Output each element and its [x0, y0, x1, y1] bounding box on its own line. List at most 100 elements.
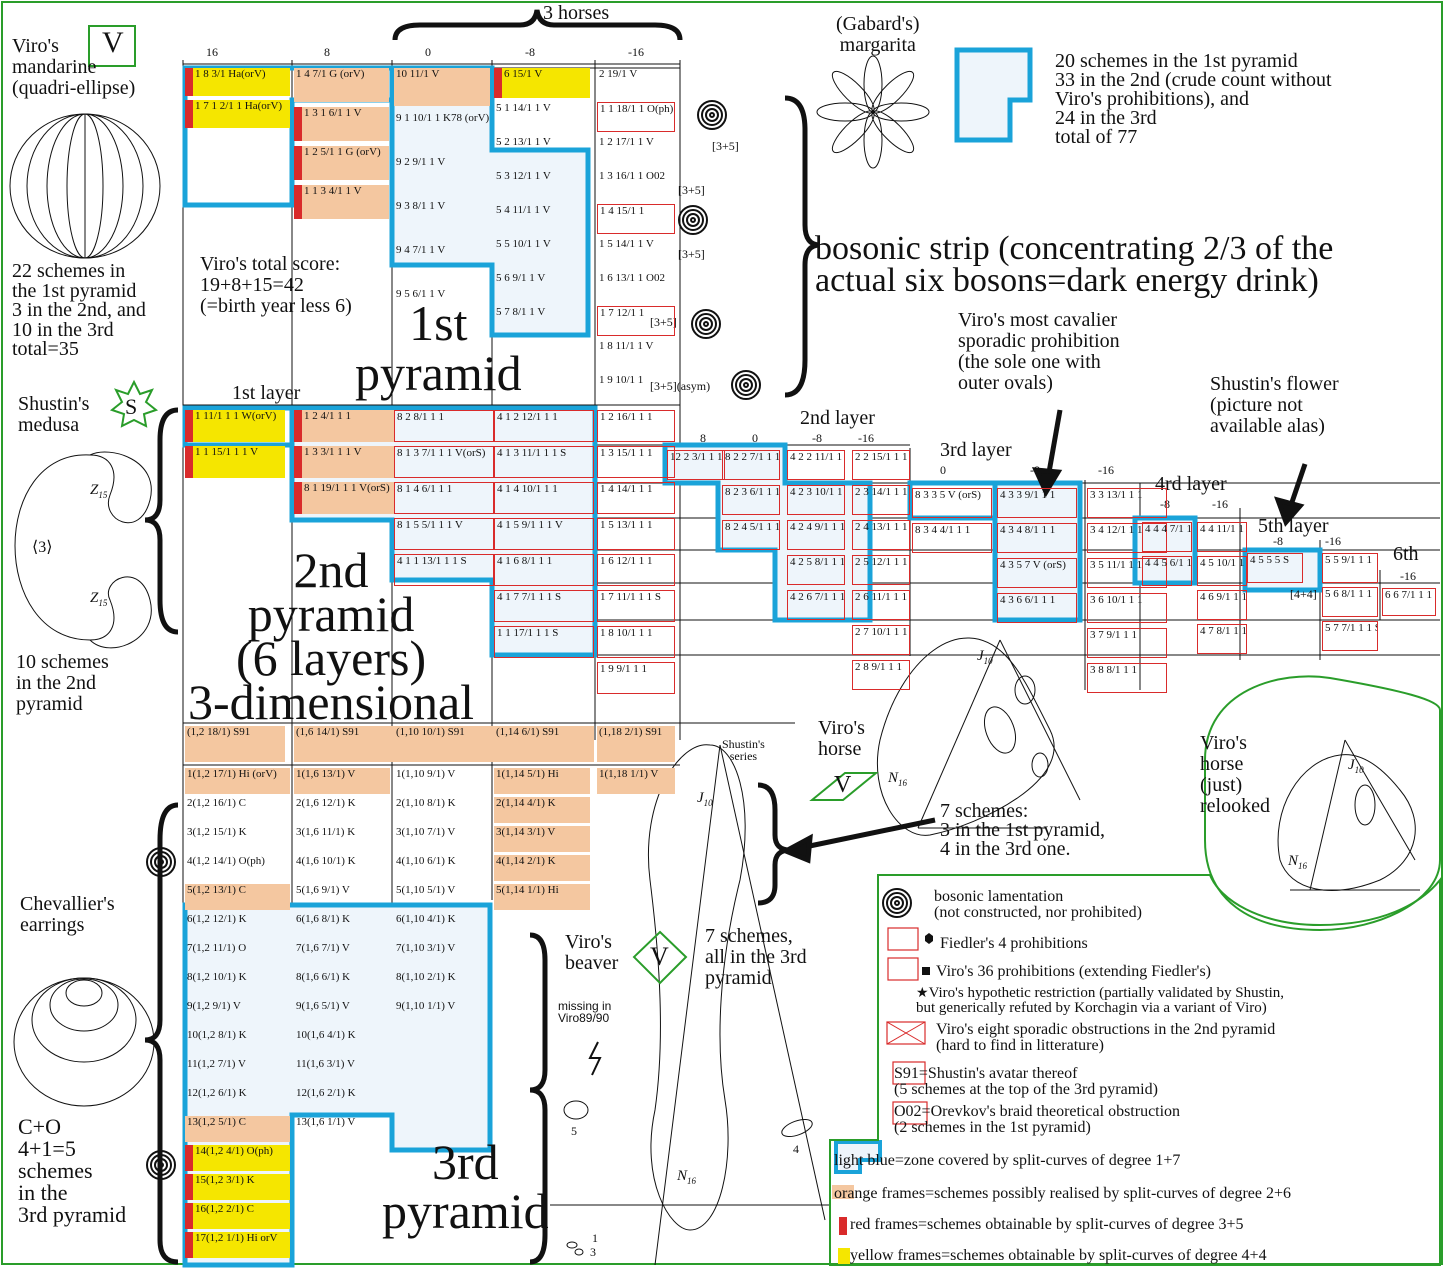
p1-c8-cell: 1 4 7/1 G (orV) — [294, 68, 389, 102]
p1-cm16-cell: 1 4 15/1 1 — [597, 204, 675, 234]
p3-c16-cell: 13(1,2 5/1) C — [185, 1116, 290, 1142]
p2-l6-cell: 6 6 7/1 1 1 — [1382, 588, 1436, 616]
legend-bosonic: bosonic lamentation (not constructed, no… — [934, 889, 1142, 921]
p1-cm8-cell: 5 4 11/1 1 V — [494, 204, 590, 234]
note-b44: [4+4] — [1290, 588, 1317, 600]
p2-l1-cell: 1 11/1 1 1 W(orV) — [185, 410, 285, 442]
p1-cm8-cell: 5 2 13/1 1 V — [494, 136, 590, 166]
layer2-label: 2nd layer — [800, 408, 875, 428]
p2-l4-cell: 4 7 8/1 1 1 — [1197, 624, 1247, 654]
viro-beaver-label: Viro's beaver — [565, 932, 618, 974]
p2-l2-cell: 2 3 14/1 1 1 — [852, 485, 910, 515]
viro-cavalier-text: Viro's most cavalier sporadic prohibitio… — [958, 310, 1120, 394]
p3-c16-cell: 17(1,2 1/1) Hi orV — [185, 1232, 290, 1258]
p2-l1-cell: 1 4 14/1 1 1 — [597, 482, 675, 514]
p3-c8-cell: 5(1,6 9/1) V — [294, 884, 390, 910]
l3-head-m8: -8 — [1030, 464, 1040, 476]
viro-total-score: Viro's total score: 19+8+15=42 (=birth y… — [200, 254, 352, 317]
p2-l3-cell: 4 3 5 7 V (orS) — [997, 558, 1077, 588]
p3-c16-cell: 15(1,2 3/1) K — [185, 1174, 290, 1200]
first-layer-label: 1st layer — [232, 383, 300, 403]
l2-head-8: 8 — [700, 432, 706, 444]
p2-l1-cell: 8 1 4 6/1 1 1 — [394, 482, 494, 514]
p1-cm16-cell: 1 3 16/1 1 O02 — [597, 170, 675, 200]
p3-c0-cell: 2(1,10 8/1) K — [394, 797, 490, 823]
legend-o02: O02=Orevkov's braid theoretical obstruct… — [894, 1104, 1180, 1136]
p2-l3-cell: 4 3 3 9/1 1 1 — [997, 488, 1077, 518]
p1-cm16-cell: 2 19/1 V — [597, 68, 675, 98]
p2-l2-cell: 2 2 15/1 1 1 — [852, 450, 910, 480]
horse-j10: J10 — [977, 648, 993, 666]
horse-n16: N16 — [888, 770, 907, 788]
p2-l1-cell: 1 3 3/1 1 1 V — [294, 446, 394, 478]
p3-c8-cell: 11(1,6 3/1) V — [294, 1058, 390, 1084]
col-head-8: 8 — [324, 46, 330, 58]
p3-top-cell: (1,2 18/1) S91 — [185, 726, 285, 762]
p2-l1-cell: 4 1 7 7/1 1 1 S — [494, 590, 594, 622]
medusa-z-bottom: Z15 — [90, 590, 107, 608]
viro-horse-label: Viro's horse — [818, 718, 865, 760]
margarita-curve — [817, 56, 929, 168]
p1-cm16-cell: 1 7 12/1 1 — [597, 306, 675, 336]
relooked-n16: N16 — [1288, 853, 1307, 871]
medusa-center-label: ⟨3⟩ — [32, 537, 52, 557]
p3-c0-cell: 8(1,10 2/1) K — [394, 971, 490, 997]
l5-head-m8: -8 — [1273, 535, 1283, 547]
p3-c16-cell: 8(1,2 10/1) K — [185, 971, 290, 997]
oval-label-3: 3 — [590, 1246, 596, 1258]
p3-c16-cell: 16(1,2 2/1) C — [185, 1203, 290, 1229]
p2-l3-cell: 3 3 13/1 1 1 — [1087, 488, 1167, 518]
brace-chevallier — [145, 805, 178, 1262]
p1-cm8-cell: 5 7 8/1 1 V — [494, 306, 590, 336]
mandarine-badge: V — [102, 26, 124, 60]
p2-l1-cell: 4 1 2 12/1 1 1 — [494, 410, 594, 442]
p2-l1-cell: 4 1 4 10/1 1 1 — [494, 482, 594, 514]
p2-l2-cell: 8 2 3 6/1 1 1 — [722, 485, 780, 515]
schemes-count-text: 20 schemes in the 1st pyramid 33 in the … — [1055, 52, 1332, 147]
p2-l1-cell: 1 9 9/1 1 1 — [597, 662, 675, 694]
l2-head-0: 0 — [752, 432, 758, 444]
p1-cm16-cell: 1 8 11/1 1 V — [597, 340, 675, 370]
p3-c8-cell: 13(1,6 1/1) V — [294, 1116, 390, 1142]
p2-l1-cell: 1 3 15/1 1 1 — [597, 446, 675, 478]
third-pyramid-label: 3rd pyramid — [382, 1138, 549, 1236]
p1-c8-cell: 1 2 5/1 1 G (orV) — [294, 146, 389, 180]
p2-l1-cell: 1 6 12/1 1 1 — [597, 554, 675, 586]
p3-c8-cell: 1(1,6 13/1) V — [294, 768, 390, 794]
l4-head-m16: -16 — [1212, 498, 1228, 510]
p1-c8-cell: 1 3 1 6/1 1 V — [294, 107, 389, 141]
p3-c16-cell: 9(1,2 9/1) V — [185, 1000, 290, 1026]
p2-l3-cell: 3 6 10/1 1 1 — [1087, 593, 1167, 623]
l6-head-m16: -16 — [1400, 570, 1416, 582]
p2-l3-cell: 4 3 4 8/1 1 1 — [997, 523, 1077, 553]
shustin-series-label: Shustin's series — [722, 738, 765, 762]
p1-c8-cell: 1 1 3 4/1 1 V — [294, 185, 389, 219]
p1-cm8-cell: 5 5 10/1 1 V — [494, 238, 590, 268]
shustin-flower-text: Shustin's flower (picture not available … — [1210, 374, 1339, 437]
medusa-badge: S — [125, 394, 137, 420]
p3-cm8-cell: 3(1,14 3/1) V — [494, 826, 590, 852]
p3-c0-cell: 5(1,10 5/1) V — [394, 884, 490, 910]
p1-cm16-cell: 1 1 18/1 1 O(ph) — [597, 102, 675, 132]
p2-l1-cell: 1 5 13/1 1 1 — [597, 518, 675, 550]
p3-c16-cell: 10(1,2 8/1) K — [185, 1029, 290, 1055]
p3-top-cell: (1,14 6/1) S91 — [494, 726, 594, 762]
col-head-0: 0 — [425, 46, 431, 58]
p3-c16-cell: 4(1,2 14/1) O(ph) — [185, 855, 290, 881]
p1-cm16-cell: 1 2 17/1 1 V — [597, 136, 675, 166]
oval-label-5: 5 — [571, 1125, 577, 1137]
p3-c8-cell: 10(1,6 4/1) K — [294, 1029, 390, 1055]
p2-l2-cell: 8 2 2 7/1 1 1 — [722, 450, 780, 480]
p3-cm8-cell: 5(1,14 1/1) Hi — [494, 884, 590, 910]
missing-label: missing in Viro89/90 — [558, 1000, 611, 1024]
p2-l1-cell: 8 1 5 5/1 1 1 V — [394, 518, 494, 550]
p1-cm8-cell: 6 15/1 V — [494, 68, 590, 98]
p3-c16-cell: 1(1,2 17/1) Hi (orV) — [185, 768, 290, 794]
p2-l2-cell: 4 2 2 11/1 1 1 — [787, 450, 845, 480]
p2-l5-cell: 5 5 9/1 1 1 — [1322, 553, 1378, 583]
viro-horse-relooked: Viro's horse (just) relooked — [1200, 733, 1270, 817]
oval-label-4: 4 — [793, 1143, 799, 1155]
p3-cm8-cell: 1(1,14 5/1) Hi — [494, 768, 590, 794]
p2-l4-cell: 4 4 4 7/1 1 1 — [1142, 522, 1192, 552]
c-plus-o-text: C+O 4+1=5 schemes in the 3rd pyramid — [18, 1116, 126, 1226]
